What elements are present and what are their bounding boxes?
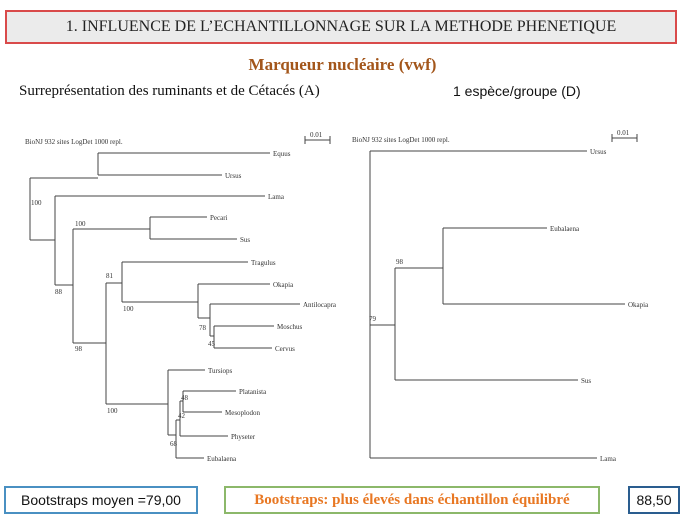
- mean-bootstrap-d-box: 88,50: [628, 486, 680, 514]
- marker-subtitle: Marqueur nucléaire (vwf): [248, 55, 437, 74]
- taxon-ursus: Ursus: [590, 148, 607, 156]
- taxon-lama: Lama: [600, 455, 617, 463]
- conclusion-text: Bootstraps: plus élevés dans échantillon…: [254, 491, 570, 508]
- taxon-platanista: Platanista: [239, 388, 267, 396]
- taxon-eubalaena: Eubalaena: [207, 455, 237, 463]
- taxon-sus: Sus: [581, 377, 591, 385]
- taxon-okapia: Okapia: [628, 301, 649, 309]
- taxon-sus: Sus: [240, 236, 250, 244]
- taxon-lama: Lama: [268, 193, 285, 201]
- taxon-okapia: Okapia: [273, 281, 294, 289]
- slide-title: 1. INFLUENCE DE L’ECHANTILLONNAGE SUR LA…: [65, 18, 617, 35]
- mean-bootstrap-a-box: Bootstraps moyen =79,00: [4, 486, 198, 514]
- tree-right-taxa: Ursus Eubalaena Okapia Sus Lama: [550, 148, 649, 463]
- taxon-equus: Equus: [273, 150, 291, 158]
- bootstrap-value: 45: [208, 340, 216, 348]
- bootstrap-value: 88: [55, 288, 63, 296]
- tree-left-scale-label: 0.01: [310, 131, 323, 139]
- bootstrap-value: 42: [178, 412, 186, 420]
- slide-title-box: 1. INFLUENCE DE L’ECHANTILLONNAGE SUR LA…: [5, 10, 677, 44]
- tree-left-taxa: Equus Ursus Lama Pecari Sus Tragulus Oka…: [207, 150, 337, 463]
- tree-right-scale-label: 0.01: [617, 129, 630, 137]
- taxon-pecari: Pecari: [210, 214, 228, 222]
- bootstrap-value: 100: [107, 407, 118, 415]
- tree-right-header: BioNJ 932 sites LogDet 1000 repl.: [352, 136, 450, 144]
- sample-d-label: 1 espèce/groupe (D): [453, 83, 581, 99]
- bootstrap-value: 100: [31, 199, 42, 207]
- bootstrap-value: 81: [106, 272, 114, 280]
- mean-bootstrap-d: 88,50: [636, 492, 672, 508]
- taxon-mesoplodon: Mesoplodon: [225, 409, 261, 417]
- taxon-cervus: Cervus: [275, 345, 295, 353]
- bootstrap-value: 100: [123, 305, 134, 313]
- mean-bootstrap-a: Bootstraps moyen =79,00: [21, 492, 181, 508]
- bootstrap-value: 68: [170, 440, 178, 448]
- tree-right-bootstraps: 98 79: [369, 258, 404, 323]
- bootstrap-value: 79: [369, 315, 377, 323]
- tree-right-branches: [369, 134, 638, 459]
- taxon-eubalaena: Eubalaena: [550, 225, 580, 233]
- bootstrap-value: 78: [199, 324, 207, 332]
- bootstrap-value: 100: [75, 220, 86, 228]
- taxon-moschus: Moschus: [277, 323, 303, 331]
- bootstrap-value: 98: [396, 258, 404, 266]
- bootstrap-value: 98: [75, 345, 83, 353]
- tree-left-bootstraps: 100 100 88 81 100 78 45 98 100 48 42 68: [31, 199, 216, 448]
- tree-left-branches: [29, 136, 331, 459]
- taxon-ursus: Ursus: [225, 172, 242, 180]
- taxon-tragulus: Tragulus: [251, 259, 276, 267]
- tree-left-header: BioNJ 932 sites LogDet 1000 repl.: [25, 138, 123, 146]
- taxon-physeter: Physeter: [231, 433, 256, 441]
- sample-a-label: Surreprésentation des ruminants et de Cé…: [19, 83, 320, 99]
- taxon-antilocapra: Antilocapra: [303, 301, 337, 309]
- taxon-tursiops: Tursiops: [208, 367, 233, 375]
- conclusion-box: Bootstraps: plus élevés dans échantillon…: [224, 486, 600, 514]
- bootstrap-value: 48: [181, 394, 189, 402]
